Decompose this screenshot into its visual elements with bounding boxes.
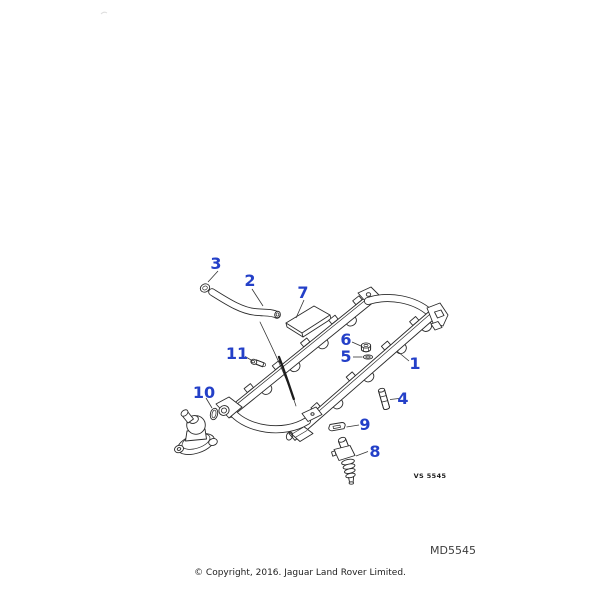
scan-artifact <box>100 11 108 15</box>
crossover-tube-lower <box>229 406 323 434</box>
callout-8[interactable]: 8 <box>369 442 380 461</box>
flow-indicator-arc <box>259 321 297 407</box>
part-6-nut <box>360 342 372 353</box>
figure-code: MD5545 <box>430 544 476 557</box>
leader-line-10 <box>205 397 213 409</box>
callout-11[interactable]: 11 <box>226 344 248 363</box>
regulator-port-fitting <box>215 396 243 419</box>
leader-lines <box>205 270 410 457</box>
callout-4[interactable]: 4 <box>397 389 408 408</box>
part-1-fuel-rail-front <box>224 286 380 418</box>
leader-line-8 <box>355 451 369 457</box>
leader-line-1 <box>396 350 410 362</box>
part-10-o-ring <box>209 407 219 421</box>
leader-line-7 <box>295 299 305 319</box>
part-4-stud <box>377 387 390 410</box>
part-1-fuel-rail-rear <box>285 302 449 442</box>
callout-5[interactable]: 5 <box>340 347 351 366</box>
callout-2[interactable]: 2 <box>244 271 255 290</box>
part-7-pad <box>285 305 332 338</box>
callout-3[interactable]: 3 <box>210 254 221 273</box>
callout-7[interactable]: 7 <box>297 283 308 302</box>
part-8-injector <box>331 436 356 485</box>
leader-line-4 <box>389 398 400 400</box>
callout-9[interactable]: 9 <box>359 415 370 434</box>
callout-10[interactable]: 10 <box>193 383 215 402</box>
leader-line-9 <box>346 424 360 428</box>
copyright-text: © Copyright, 2016. Jaguar Land Rover Lim… <box>194 568 406 578</box>
leader-line-11 <box>244 356 253 361</box>
leader-line-2 <box>251 288 264 307</box>
callouts: 3 2 7 6 5 1 11 4 10 9 8 <box>193 254 421 461</box>
part-2-hose <box>208 288 281 319</box>
part-9-clip <box>328 422 346 432</box>
callout-1[interactable]: 1 <box>409 354 420 373</box>
leader-line-6 <box>351 341 362 347</box>
part-3-seal <box>199 283 211 293</box>
part-5-washer <box>362 354 374 360</box>
callout-6[interactable]: 6 <box>340 330 351 349</box>
drawing-code: VS 5545 <box>414 472 447 480</box>
leader-line-3 <box>207 270 219 283</box>
crossover-tube-upper <box>364 294 433 316</box>
part-11-bolt <box>250 358 266 368</box>
pressure-regulator <box>174 409 218 455</box>
